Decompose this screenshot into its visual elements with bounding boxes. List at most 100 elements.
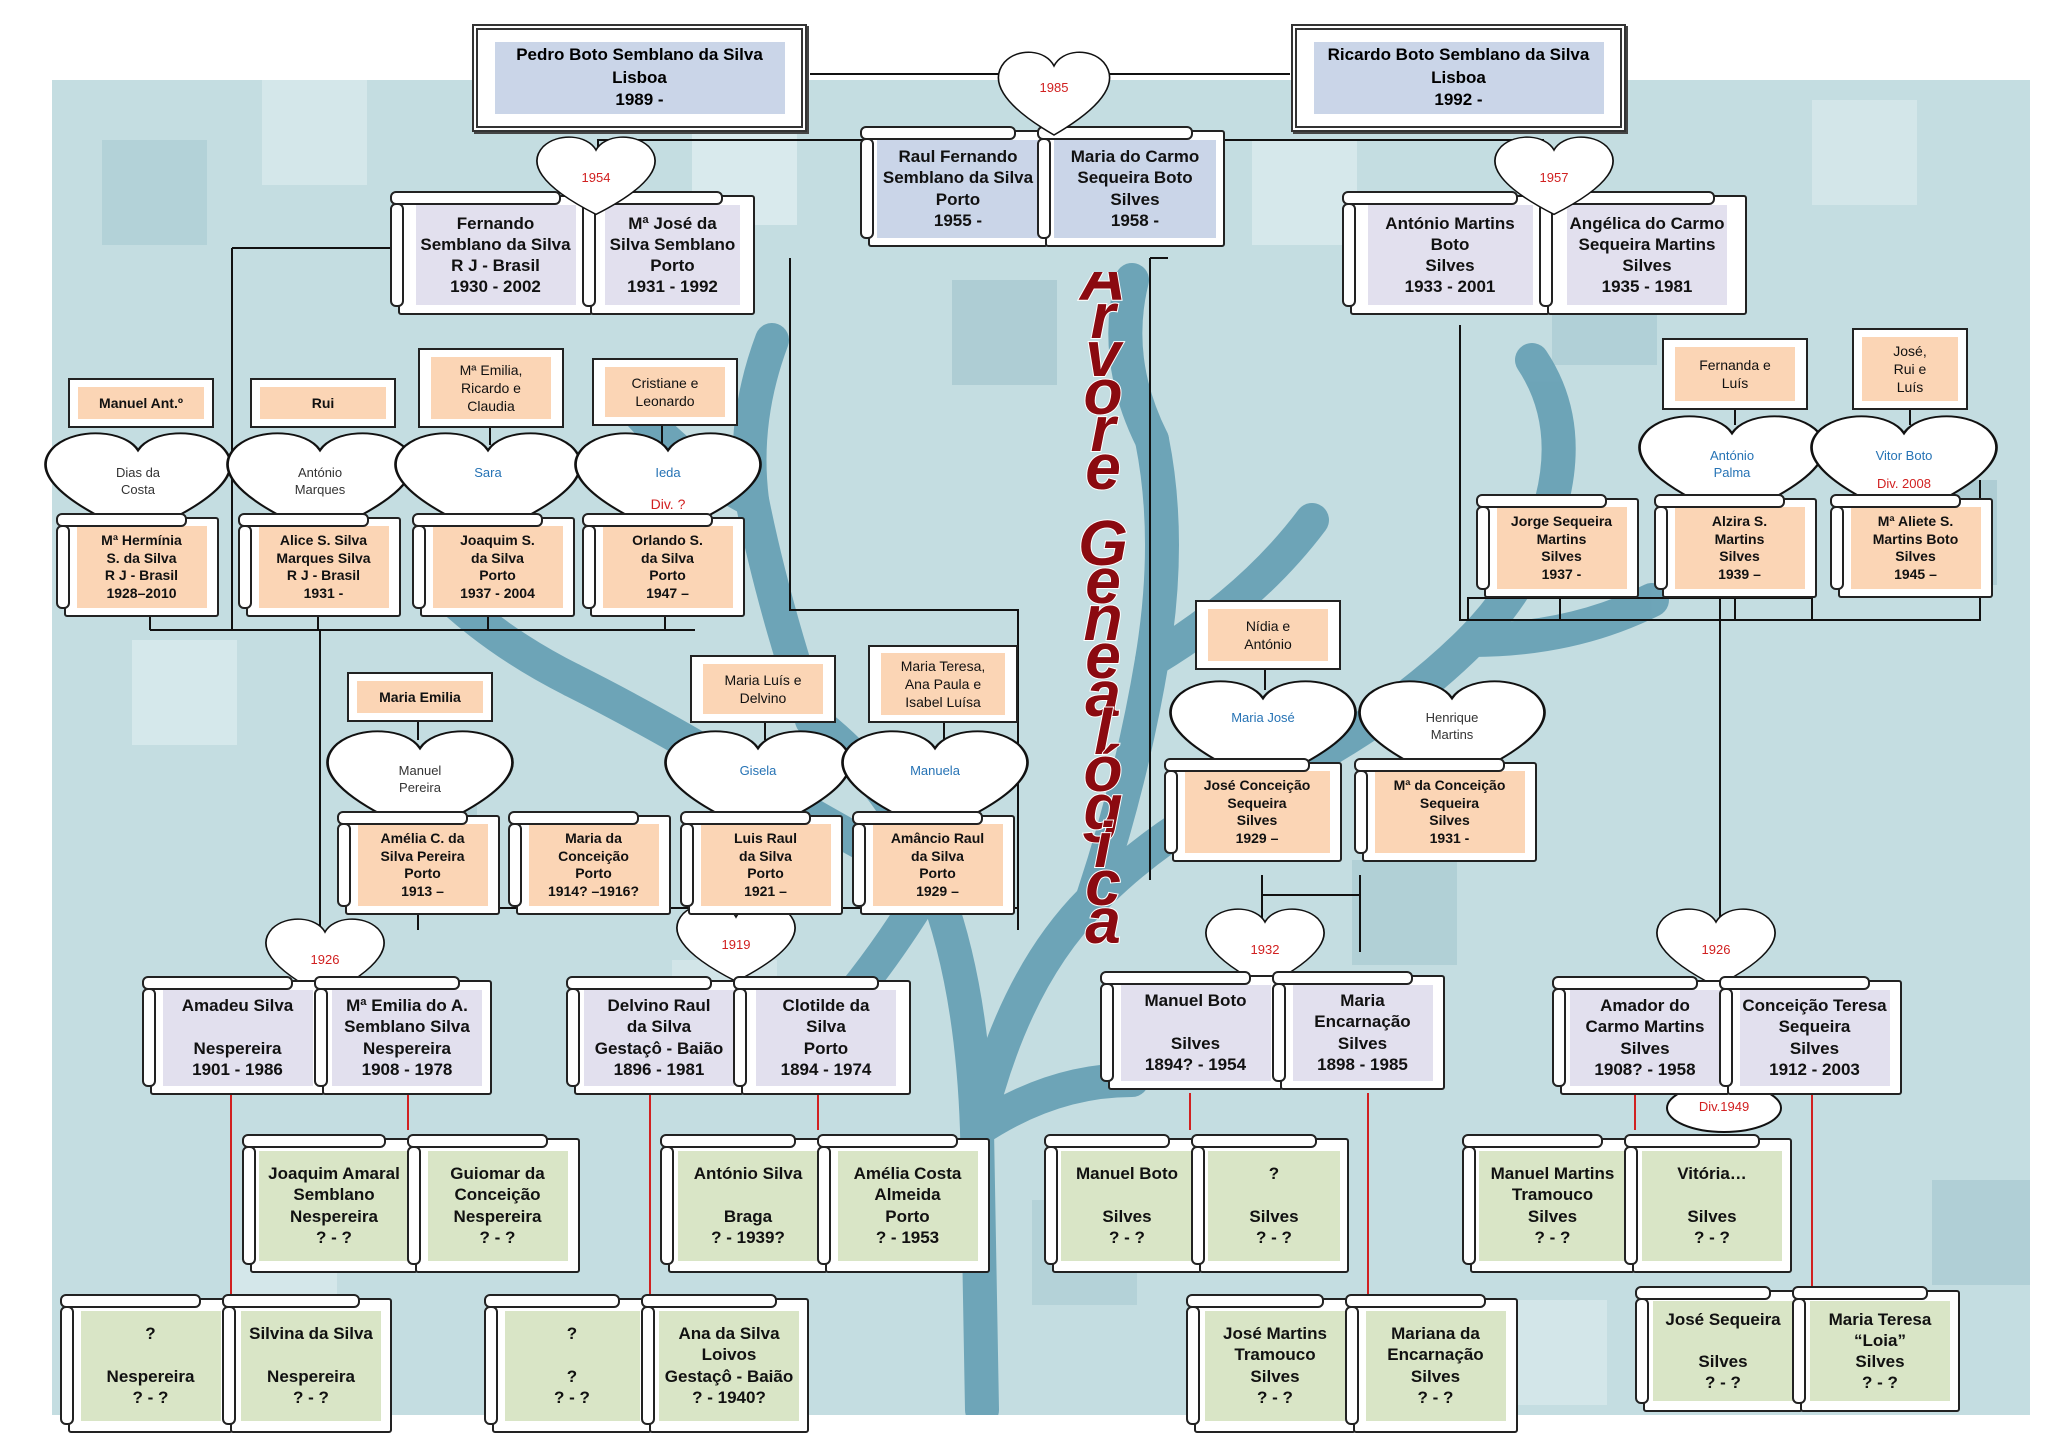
title-letter: o	[1083, 356, 1122, 428]
person-angelica: Angélica do Carmo Sequeira Martins Silve…	[1539, 191, 1747, 315]
bg-tile	[262, 80, 367, 185]
person-unknown-silves: ? Silves ? - ?	[1191, 1134, 1349, 1273]
person-jose-martins-tramouco: José Martins Tramouco Silves ? - ?	[1186, 1294, 1356, 1433]
bg-tile	[132, 640, 237, 745]
person-ma-herminia: Mª Hermínia S. da Silva R J - Brasil 192…	[56, 513, 219, 617]
spouse-name: Ieda	[655, 465, 681, 480]
title-letter: r	[1091, 280, 1119, 352]
title-letter: l	[1094, 696, 1113, 768]
person-delvino-raul: Delvino Raul da Silva Gestaçô - Baião 18…	[566, 976, 744, 1095]
children-box: José, Rui e Luís	[1852, 328, 1968, 410]
children-box: Fernanda e Luís	[1662, 338, 1808, 410]
person-ma-da-conceicao: Mª da Conceição Sequeira Silves 1931 -	[1354, 758, 1537, 862]
person-jose-conceicao: José Conceição Sequeira Silves 1929 –	[1164, 758, 1342, 862]
children-box: Cristiane e Leonardo	[592, 358, 738, 426]
person-manuel-boto-elder: Manuel Boto Silves ? - ?	[1044, 1134, 1202, 1273]
person-unknown: ? ? ? - ?	[484, 1294, 652, 1433]
children-box: Rui	[250, 378, 396, 428]
person-conceicao-teresa: Conceição Teresa Sequeira Silves 1912 - …	[1719, 976, 1902, 1095]
marriage-year: 1926	[310, 952, 340, 967]
title-letter: v	[1085, 318, 1124, 390]
children-box: Maria Luís e Delvino	[690, 655, 836, 723]
person-unknown-nespereira: ? Nespereira ? - ?	[60, 1294, 233, 1433]
marriage-year: 1954	[581, 170, 611, 185]
person-alice: Alice S. Silva Marques Silva R J - Brasi…	[238, 513, 401, 617]
person-amadeu-silva: Amadeu Silva Nespereira 1901 - 1986	[142, 976, 325, 1095]
title-letter: ó	[1083, 733, 1122, 805]
divorce-label: Div.1949	[1698, 1099, 1750, 1114]
person-raul: Raul Fernando Semblano da Silva Porto 19…	[860, 126, 1048, 247]
person-jorge-sequeira: Jorge Sequeira Martins Silves 1937 -	[1476, 494, 1639, 598]
connector	[1467, 597, 1813, 620]
person-manuel-martins-tramouco: Manuel Martins Tramouco Silves ? - ?	[1462, 1134, 1635, 1273]
title-letter: e	[1085, 431, 1121, 503]
marriage-year: 1926	[1701, 942, 1731, 957]
person-fernando: Fernando Semblano da Silva R J - Brasil …	[390, 191, 593, 315]
marriage-year: 1957	[1539, 170, 1569, 185]
spouse-name: Henrique Martins	[1425, 710, 1479, 742]
bg-tile	[1932, 1180, 2030, 1285]
person-pedro: Pedro Boto Semblano da Silva Lisboa 1989…	[472, 24, 807, 132]
title-letter: n	[1083, 582, 1122, 654]
marriage-year: 1932	[1250, 942, 1280, 957]
person-ma-jose: Mª José da Silva Semblano Porto 1931 - 1…	[582, 191, 755, 315]
title-letter: G	[1078, 507, 1128, 579]
children-box: Maria Emilia	[347, 672, 493, 722]
person-maria-do-carmo: Maria do Carmo Sequeira Boto Silves 1958…	[1037, 126, 1225, 247]
person-joaquim-s: Joaquim S. da Silva Porto 1937 - 2004	[412, 513, 575, 617]
person-manuel-boto-sr: Manuel Boto Silves 1894? - 1954	[1100, 971, 1283, 1090]
title-letter: a	[1085, 658, 1121, 730]
divorce-label: Div. ?	[650, 496, 686, 512]
person-ana-da-silva-loivos: Ana da Silva Loivos Gestaçô - Baião ? - …	[641, 1294, 809, 1433]
title-letter: a	[1085, 885, 1121, 952]
person-joaquim-amaral: Joaquim Amaral Semblano Nespereira ? - ?	[242, 1134, 418, 1273]
title-letter: r	[1091, 393, 1119, 465]
person-antonio-silva: António Silva Braga ? - 1939?	[660, 1134, 828, 1273]
person-ma-aliete: Mª Aliete S. Martins Boto Silves 1945 –	[1830, 494, 1993, 598]
bg-tile	[1502, 1300, 1607, 1405]
person-guiomar: Guiomar da Conceição Nespereira ? - ?	[407, 1134, 580, 1273]
spouse-name: Manuela	[910, 763, 960, 778]
person-orlando: Orlando S. da Silva Porto 1947 –	[582, 513, 745, 617]
person-luis-raul: Luis Raul da Silva Porto 1921 –	[680, 811, 843, 915]
bg-tile	[1252, 140, 1357, 245]
person-alzira: Alzira S. Martins Silves 1939 –	[1654, 494, 1817, 598]
person-mariana: Mariana da Encarnação Silves ? - ?	[1345, 1294, 1518, 1433]
spouse-name: António Palma	[1709, 448, 1755, 480]
title-letter: Á	[1078, 272, 1126, 314]
person-maria-da-conceicao: Maria da Conceição Porto 1914? –1916?	[508, 811, 671, 915]
person-maria-encarnacao: Maria Encarnação Silves 1898 - 1985	[1272, 971, 1445, 1090]
bg-tile	[1812, 100, 1917, 205]
children-box: Manuel Ant.º	[68, 378, 214, 428]
bg-tile	[952, 280, 1057, 385]
spouse-name: Dias da Costa	[115, 465, 161, 497]
spouse-name: Maria José	[1231, 710, 1295, 725]
spouse-name: Vitor Boto	[1875, 448, 1933, 463]
person-amador: Amador do Carmo Martins Silves 1908? - 1…	[1552, 976, 1730, 1095]
marriage-year: 1985	[1039, 80, 1069, 95]
divorce-label: Div. 2008	[1877, 476, 1931, 491]
person-ricardo: Ricardo Boto Semblano da Silva Lisboa 19…	[1291, 24, 1626, 132]
title-letter: g	[1082, 771, 1122, 843]
person-amancio-raul: Amâncio Raul da Silva Porto 1929 –	[852, 811, 1015, 915]
person-silvina: Silvina da Silva Nespereira ? - ?	[222, 1294, 392, 1433]
spouse-name: Manuel Pereira	[398, 763, 442, 795]
children-box: Maria Teresa, Ana Paula e Isabel Luísa	[868, 645, 1018, 723]
title-letter: e	[1085, 545, 1121, 617]
children-box: Mª Emilia, Ricardo e Claudia	[418, 348, 564, 428]
person-jose-sequeira: José Sequeira Silves ? - ?	[1635, 1286, 1803, 1412]
person-maria-teresa-loia: Maria Teresa “Loia” Silves ? - ?	[1792, 1286, 1960, 1412]
person-vitoria: Vitória… Silves ? - ?	[1624, 1134, 1792, 1273]
title-letter: c	[1085, 847, 1121, 919]
children-box: Nídia e António	[1195, 600, 1341, 670]
bg-tile	[102, 140, 207, 245]
person-ma-emilia-do-a: Mª Emilia do A. Semblano Silva Nespereir…	[314, 976, 492, 1095]
title-letter: i	[1094, 809, 1113, 881]
person-amelia-costa: Amélia Costa Almeida Porto ? - 1953	[817, 1134, 990, 1273]
bg-tile	[1352, 860, 1457, 965]
person-amelia-c: Amélia C. da Silva Pereira Porto 1913 –	[337, 811, 500, 915]
person-antonio-martins-boto: António Martins Boto Silves 1933 - 2001	[1342, 191, 1550, 315]
